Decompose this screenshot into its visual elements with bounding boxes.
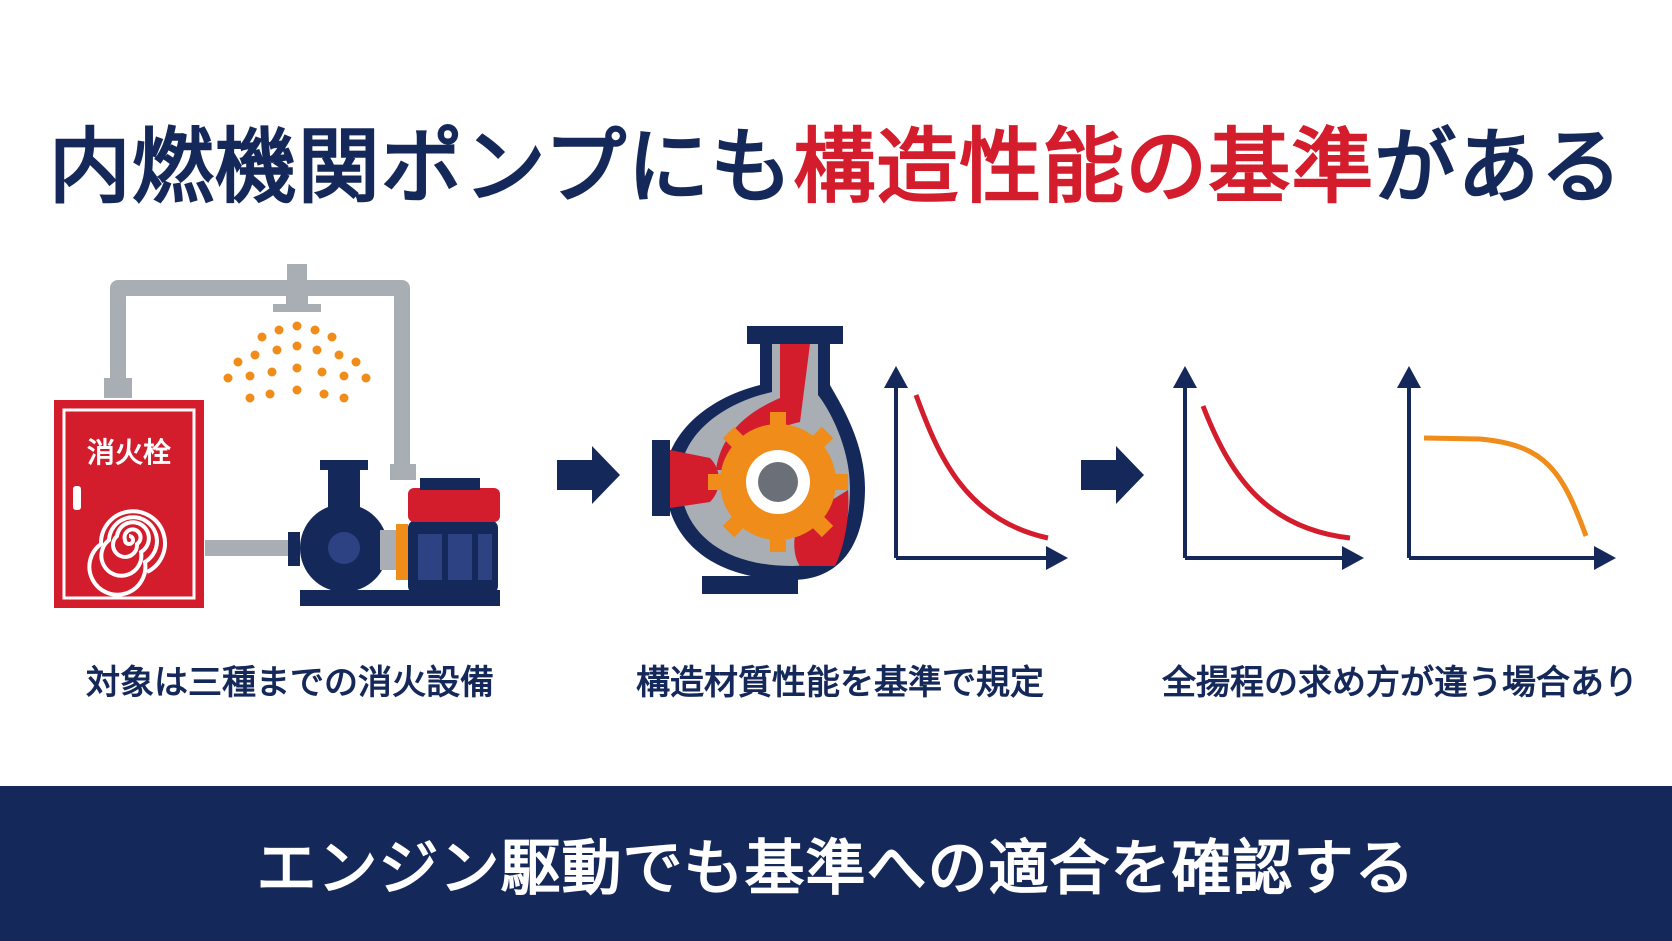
page-title: 内燃機関ポンプにも構造性能の基準がある xyxy=(0,100,1672,219)
head-curve-red-2 xyxy=(1200,405,1351,541)
performance-curve-chart-2 xyxy=(1173,366,1364,570)
water-spray-icon xyxy=(223,321,371,403)
banner-text: エンジン駆動でも基準への適合を確認する xyxy=(256,834,1416,904)
cabinet-label: 消火栓 xyxy=(87,436,171,469)
fire-hydrant-system-illustration: 消火栓 xyxy=(54,264,500,608)
caption-total-head: 全揚程の求め方が違う場合あり xyxy=(1162,663,1638,703)
arrow-right-icon-1 xyxy=(557,446,620,504)
sprinkler-icon xyxy=(273,264,321,312)
engine-pump-unit xyxy=(288,460,500,606)
impeller-gear-icon xyxy=(708,412,848,552)
pump-cross-section-illustration xyxy=(652,326,865,594)
arrow-right-icon-2 xyxy=(1081,446,1144,504)
bottom-banner: エンジン駆動でも基準への適合を確認する xyxy=(0,786,1672,941)
head-curve-red xyxy=(913,394,1049,541)
title-part-1: 内燃機関ポンプにも xyxy=(48,120,794,215)
fire-hydrant-cabinet: 消火栓 xyxy=(54,400,204,608)
performance-curve-chart-3 xyxy=(1397,366,1616,570)
performance-curve-chart-1 xyxy=(884,366,1068,570)
head-curve-orange xyxy=(1423,435,1589,537)
title-part-2-highlight: 構造性能の基準 xyxy=(793,120,1375,215)
caption-target-equipment: 対象は三種までの消火設備 xyxy=(86,663,494,703)
hose-reel-icon xyxy=(87,509,167,597)
pipe-network xyxy=(110,280,410,556)
title-part-3: がある xyxy=(1374,120,1624,215)
cabinet-handle xyxy=(73,486,81,510)
caption-structure-standard: 構造材質性能を基準で規定 xyxy=(636,663,1044,703)
